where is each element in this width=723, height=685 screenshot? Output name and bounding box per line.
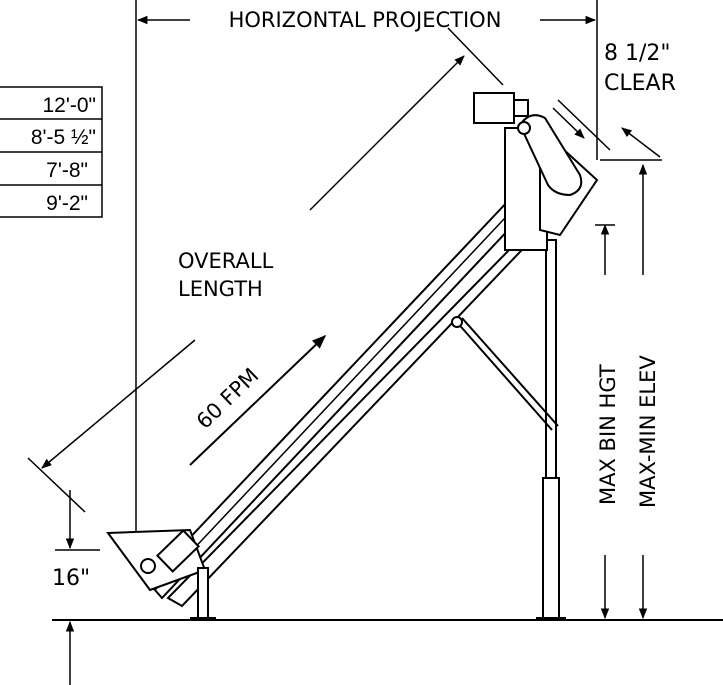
clearance-dimension: 8 1/2" CLEAR bbox=[552, 41, 676, 161]
drive-motor bbox=[473, 92, 515, 124]
inlet-height-dimension: 16" bbox=[52, 490, 100, 685]
max-min-elev-label: MAX-MIN ELEV bbox=[636, 355, 660, 508]
diagonal-brace bbox=[454, 319, 553, 431]
speed-label: 60 FPM bbox=[192, 363, 264, 433]
rear-post-upper bbox=[545, 239, 557, 481]
clearance-word: CLEAR bbox=[604, 71, 676, 96]
overall-length-label-2: LENGTH bbox=[178, 277, 263, 301]
direction-arrow bbox=[189, 335, 327, 466]
clearance-arrow-upper bbox=[552, 107, 585, 139]
head-pulley bbox=[517, 121, 531, 135]
conveyor bbox=[106, 92, 599, 619]
front-leg bbox=[197, 567, 209, 619]
table-cell-row-4: 9'-2" bbox=[46, 192, 88, 215]
horizontal-projection-dimension: HORIZONTAL PROJECTION bbox=[135, 0, 598, 540]
tail-pulley bbox=[140, 558, 156, 574]
dimension-table: 12'-0" 8'-5 ½" 7'-8" 9'-2" bbox=[0, 86, 103, 218]
vertical-dimensions: MAX BIN HGT MAX-MIN ELEV bbox=[595, 163, 660, 620]
motor-coupling bbox=[513, 99, 529, 117]
table-cell-row-1: 12'-0" bbox=[43, 94, 97, 117]
diagonal-brace-edge bbox=[461, 317, 559, 427]
clearance-extension bbox=[557, 99, 611, 151]
rear-post-lower bbox=[542, 477, 560, 619]
max-bin-hgt-label: MAX BIN HGT bbox=[596, 364, 620, 505]
clearance-value: 8 1/2" bbox=[604, 41, 671, 66]
overall-length-label-1: OVERALL bbox=[178, 249, 274, 273]
overall-length-dimension: OVERALL LENGTH bbox=[27, 27, 504, 513]
clearance-arrow-lower bbox=[621, 127, 661, 158]
tail-guard bbox=[155, 529, 201, 573]
overall-length-arrow-lower bbox=[41, 339, 196, 469]
table-cell-row-3: 7'-8" bbox=[46, 159, 88, 182]
brace-pin bbox=[451, 316, 463, 328]
discharge-chute bbox=[518, 114, 583, 197]
overall-length-extension-lower bbox=[27, 457, 86, 513]
horizontal-projection-label: HORIZONTAL PROJECTION bbox=[229, 8, 502, 32]
conveyor-belt-line bbox=[154, 167, 553, 591]
inlet-height-label: 16" bbox=[52, 566, 90, 591]
overall-length-arrow-upper bbox=[309, 55, 465, 211]
overall-length-extension-upper bbox=[447, 27, 504, 86]
table-cell-row-2: 8'-5 ½" bbox=[31, 126, 96, 149]
